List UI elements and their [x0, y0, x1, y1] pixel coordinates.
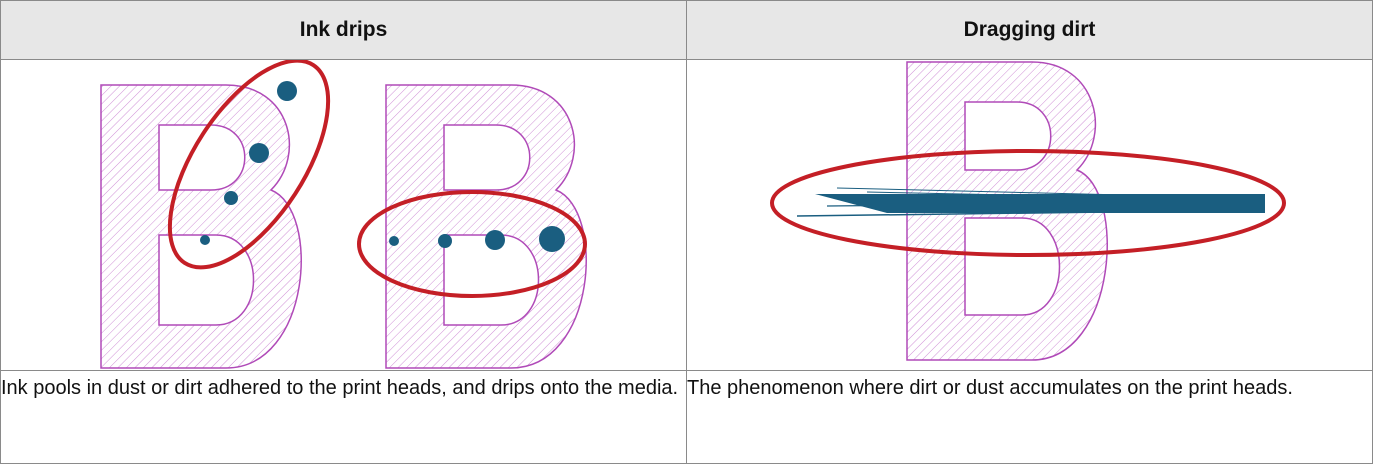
ink-drop: [249, 143, 269, 163]
highlight-ellipse: [357, 190, 587, 298]
ink-drop: [277, 81, 297, 101]
ink-drop: [485, 230, 505, 250]
ink-drips-illustration: [100, 60, 587, 369]
caption-dragging-dirt: The phenomenon where dirt or dust accumu…: [687, 377, 1293, 399]
ink-streak: [796, 209, 1266, 217]
figure-cell-dragging-dirt: [686, 59, 1373, 371]
ink-drop: [200, 235, 210, 245]
header-row: Ink drips Dragging dirt: [0, 0, 1373, 60]
caption-cell-ink-drips: Ink pools in dust or dirt adhered to the…: [0, 370, 687, 464]
header-dragging-dirt: Dragging dirt: [686, 0, 1373, 60]
caption-cell-dragging-dirt: The phenomenon where dirt or dust accumu…: [686, 370, 1373, 464]
ink-drop: [389, 236, 399, 246]
ink-drips-diagonal: [167, 60, 331, 270]
highlight-ellipse: [167, 60, 331, 270]
caption-row: Ink pools in dust or dirt adhered to the…: [0, 370, 1373, 464]
caption-ink-drips: Ink pools in dust or dirt adhered to the…: [1, 377, 679, 399]
header-ink-drips: Ink drips: [0, 0, 687, 60]
highlight-ellipse: [770, 149, 1286, 257]
ink-drips-horizontal: [357, 190, 587, 298]
ink-drag-streaks: [796, 187, 1266, 217]
figure-cell-ink-drips: [0, 59, 687, 371]
ink-drop: [224, 191, 238, 205]
figure-row: [0, 59, 1373, 371]
ink-streak: [836, 187, 1208, 198]
ink-streak: [826, 201, 1248, 207]
dragging-dirt-illustration: [770, 61, 1286, 361]
ink-streak: [866, 191, 1248, 201]
ink-drop: [539, 226, 565, 252]
letter-b-right: [385, 84, 587, 369]
ink-drop: [438, 234, 452, 248]
